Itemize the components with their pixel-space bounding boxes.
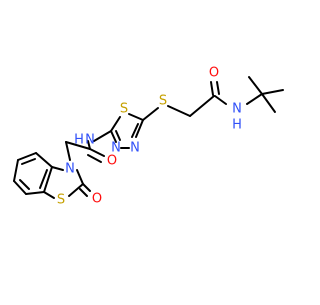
bond-c4-c5-double [21, 158, 36, 165]
bond-c2-o [82, 183, 91, 192]
bond-s-c7a [43, 191, 55, 199]
molecule-canvas: O N H S S N N N H O N O S [13, 65, 284, 208]
bond-c3a-c4 [35, 152, 53, 168]
bond-tbu-c-me1 [248, 76, 263, 95]
bond-amide2-c-o-double [87, 154, 102, 163]
atom-h-amide1: H [232, 118, 242, 133]
bond-c2-nh [93, 130, 112, 142]
atom-h-amide2: H [74, 133, 84, 148]
structure-diagram: O N H S S N N N H O N O S [13, 66, 284, 208]
bond-c5-c6 [13, 159, 19, 182]
atom-s-thiadiazole: S [120, 102, 128, 117]
bond-ring-n3-c2 [110, 130, 117, 143]
atom-s-thioether: S [159, 94, 167, 109]
atom-n-benzothiazole: N [65, 162, 75, 177]
atom-labels: O N H S S N N N H O N O S [57, 66, 242, 208]
bond-nh-c [87, 140, 91, 150]
bond-ring-c5-n4-double [131, 123, 139, 138]
bond-c3a-c7a-inner [39, 169, 48, 189]
atom-n-amide1: N [232, 102, 242, 117]
bond-c2-o-double [79, 188, 88, 197]
atom-o-benzothiazole: O [92, 192, 102, 207]
bonds [13, 76, 284, 199]
bond-amide1-c-o [210, 81, 214, 96]
bond-n-c3a [51, 166, 64, 171]
bond-amide2-c-o [89, 148, 105, 157]
bond-c3a-c7a [43, 166, 53, 193]
bond-n-c2 [76, 169, 84, 185]
bond-amide2-c-ch2 [65, 141, 91, 150]
bond-ring-c5-s [128, 113, 144, 121]
bond-amide1-n-c [214, 95, 227, 105]
bond-amide1-c-ch2 [189, 95, 215, 117]
atom-o-amide2: O [107, 154, 117, 169]
bond-ring-n3-c2-double [115, 130, 121, 141]
bond-c6-c7 [13, 180, 27, 195]
bond-ch2-s [167, 105, 191, 117]
bond-ch2-n [65, 141, 71, 161]
atom-s-benzothiazole: S [57, 193, 65, 208]
bond-ring-c5-n4 [135, 119, 144, 138]
bond-tbu-c-me2 [261, 89, 284, 95]
atom-o-amide1: O [209, 66, 219, 81]
atom-n-thiadiazole-2: N [111, 141, 121, 156]
bond-amide1-c-o-double [216, 81, 220, 95]
bond-c4-c5 [17, 152, 37, 161]
bond-tbu-c-n [246, 93, 263, 105]
atom-n-thiadiazole-1: N [130, 141, 140, 156]
bond-tbu-c-me3 [261, 93, 276, 113]
bond-c7-c7a [25, 191, 45, 195]
bond-c2-s [68, 183, 84, 197]
bond-c6-c7-double [19, 179, 30, 190]
bond-ring-s-c2 [110, 116, 121, 132]
atom-n-amide2: N [85, 133, 95, 148]
bond-s-ring [142, 107, 159, 121]
